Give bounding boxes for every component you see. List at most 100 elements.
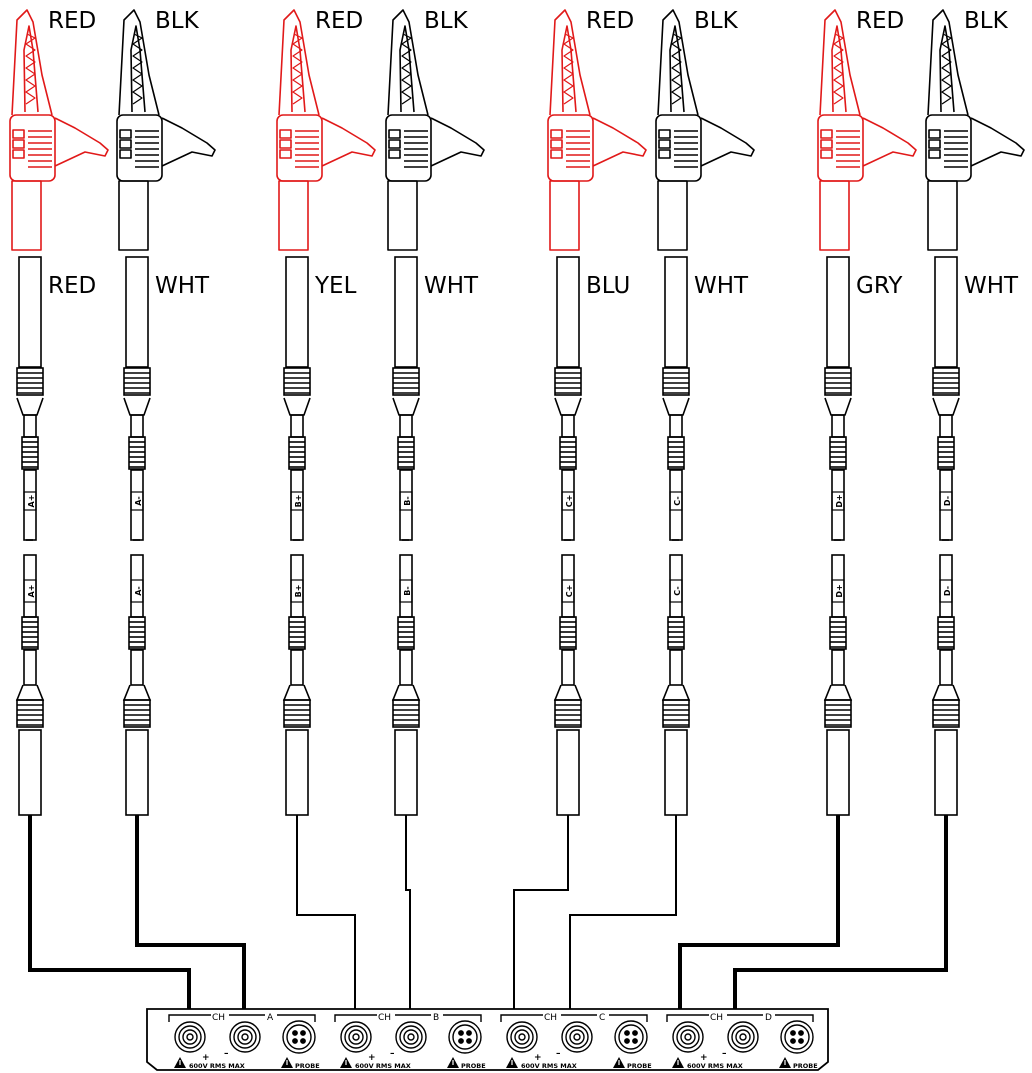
wire-A+ bbox=[28, 815, 191, 1030]
alligator-clip-5 bbox=[547, 9, 647, 251]
lead-label-5: BLU bbox=[586, 273, 630, 299]
alligator-clip-3 bbox=[276, 9, 376, 251]
channel-letter-label: C bbox=[599, 1013, 605, 1023]
channel-ch-label: CH bbox=[212, 1013, 225, 1023]
channel-d: CH D + – 600V RMS MAX PROBE bbox=[666, 1011, 818, 1070]
jack-d-plus[interactable] bbox=[672, 1021, 704, 1053]
probe-text: PROBE bbox=[793, 1062, 818, 1070]
channel-c: CH C + – 600V RMS MAX PROBE bbox=[500, 1011, 652, 1070]
lead-tag-upper-5: C+ bbox=[565, 495, 574, 508]
jack-c-plus[interactable] bbox=[506, 1021, 538, 1053]
test-lead-2: A- A- bbox=[122, 256, 152, 816]
lead-tag-lower-7: D+ bbox=[835, 584, 844, 597]
minus-mark: – bbox=[722, 1049, 727, 1059]
plus-mark: + bbox=[534, 1053, 542, 1063]
voltage-rating-text: 600V RMS MAX bbox=[355, 1062, 411, 1070]
alligator-clips: RED BLK RED BLK RED BLK RED BLK bbox=[9, 8, 1025, 251]
channel-letter-label: B bbox=[433, 1013, 439, 1023]
lead-label-3: YEL bbox=[314, 273, 357, 299]
clip-label-6: BLK bbox=[694, 8, 739, 34]
lead-label-8: WHT bbox=[964, 273, 1019, 299]
lead-tag-lower-6: C- bbox=[673, 586, 682, 595]
clip-label-8: BLK bbox=[964, 8, 1009, 34]
test-lead-6: C- C- bbox=[661, 256, 691, 816]
voltage-rating-text: 600V RMS MAX bbox=[687, 1062, 743, 1070]
clip-label-4: BLK bbox=[424, 8, 469, 34]
wire-B+ bbox=[296, 815, 356, 1030]
input-panel: CH A + – 600V RMS MAX PROBE CH B + – 600V RMS MAX P… bbox=[146, 1008, 829, 1071]
test-lead-7: D+ D+ bbox=[823, 256, 853, 816]
plus-mark: + bbox=[700, 1053, 708, 1063]
lead-label-6: WHT bbox=[694, 273, 749, 299]
lead-tag-lower-1: A+ bbox=[27, 585, 36, 598]
clip-label-5: RED bbox=[586, 8, 634, 34]
test-lead-3: B+ B+ bbox=[282, 256, 312, 816]
lead-tag-upper-6: C- bbox=[673, 496, 682, 505]
test-lead-5: C+ C+ bbox=[553, 256, 583, 816]
wire-D+ bbox=[678, 815, 840, 1030]
jack-a-plus[interactable] bbox=[174, 1021, 206, 1053]
wire-C- bbox=[569, 815, 677, 1030]
probe-text: PROBE bbox=[461, 1062, 486, 1070]
minus-mark: – bbox=[390, 1049, 395, 1059]
probe-connector-b[interactable] bbox=[448, 1020, 482, 1054]
channel-letter-label: A bbox=[267, 1013, 274, 1023]
lead-tag-upper-3: B+ bbox=[294, 495, 303, 508]
channel-ch-label: CH bbox=[710, 1013, 723, 1023]
wire-A- bbox=[135, 815, 246, 1030]
probe-connector-d[interactable] bbox=[780, 1020, 814, 1054]
jack-b-plus[interactable] bbox=[340, 1021, 372, 1053]
channel-letter-label: D bbox=[765, 1013, 772, 1023]
jack-b-minus[interactable] bbox=[395, 1021, 427, 1053]
lead-tag-upper-1: A+ bbox=[27, 495, 36, 508]
wire-C+ bbox=[513, 815, 569, 1030]
lead-label-7: GRY bbox=[856, 273, 903, 299]
plus-mark: + bbox=[202, 1053, 210, 1063]
wire-B- bbox=[405, 815, 411, 1030]
test-leads: A+ A+ RED A- A- WHT B+ B+ YEL B- B- WHT C+ C+ BLU C- C- W… bbox=[15, 256, 1019, 816]
lead-tag-lower-3: B+ bbox=[294, 585, 303, 598]
lead-tag-upper-4: B- bbox=[403, 496, 412, 505]
lead-tag-lower-5: C+ bbox=[565, 585, 574, 598]
probe-connector-a[interactable] bbox=[282, 1020, 316, 1054]
jack-a-minus[interactable] bbox=[229, 1021, 261, 1053]
channel-b: CH B + – 600V RMS MAX PROBE bbox=[334, 1011, 486, 1070]
alligator-clip-1 bbox=[9, 9, 109, 251]
alligator-clip-2 bbox=[116, 9, 216, 251]
plus-mark: + bbox=[368, 1053, 376, 1063]
alligator-clip-7 bbox=[817, 9, 917, 251]
connection-wires bbox=[28, 815, 948, 1030]
lead-tag-upper-8: D- bbox=[943, 496, 952, 506]
channel-ch-label: CH bbox=[544, 1013, 557, 1023]
channel-ch-label: CH bbox=[378, 1013, 391, 1023]
wire-D- bbox=[733, 815, 948, 1030]
lead-tag-lower-2: A- bbox=[134, 586, 143, 596]
clip-label-3: RED bbox=[315, 8, 363, 34]
lead-tag-upper-7: D+ bbox=[835, 494, 844, 507]
jack-d-minus[interactable] bbox=[727, 1021, 759, 1053]
probe-text: PROBE bbox=[295, 1062, 320, 1070]
test-lead-1: A+ A+ bbox=[15, 256, 45, 816]
voltage-rating-text: 600V RMS MAX bbox=[521, 1062, 577, 1070]
alligator-clip-8 bbox=[925, 9, 1025, 251]
test-lead-4: B- B- bbox=[391, 256, 421, 816]
lead-tag-upper-2: A- bbox=[134, 496, 143, 506]
probe-connector-c[interactable] bbox=[614, 1020, 648, 1054]
jack-c-minus[interactable] bbox=[561, 1021, 593, 1053]
panel-outline bbox=[146, 1008, 829, 1071]
lead-label-1: RED bbox=[48, 273, 96, 299]
lead-label-2: WHT bbox=[155, 273, 210, 299]
minus-mark: – bbox=[556, 1049, 561, 1059]
test-lead-8: D-D- bbox=[931, 256, 961, 816]
lead-label-4: WHT bbox=[424, 273, 479, 299]
probe-text: PROBE bbox=[627, 1062, 652, 1070]
clip-label-2: BLK bbox=[155, 8, 200, 34]
clip-label-1: RED bbox=[48, 8, 96, 34]
alligator-clip-6 bbox=[655, 9, 755, 251]
lead-tag-lower-4: B- bbox=[403, 586, 412, 595]
alligator-clip-4 bbox=[385, 9, 485, 251]
minus-mark: – bbox=[224, 1049, 229, 1059]
clip-label-7: RED bbox=[856, 8, 904, 34]
